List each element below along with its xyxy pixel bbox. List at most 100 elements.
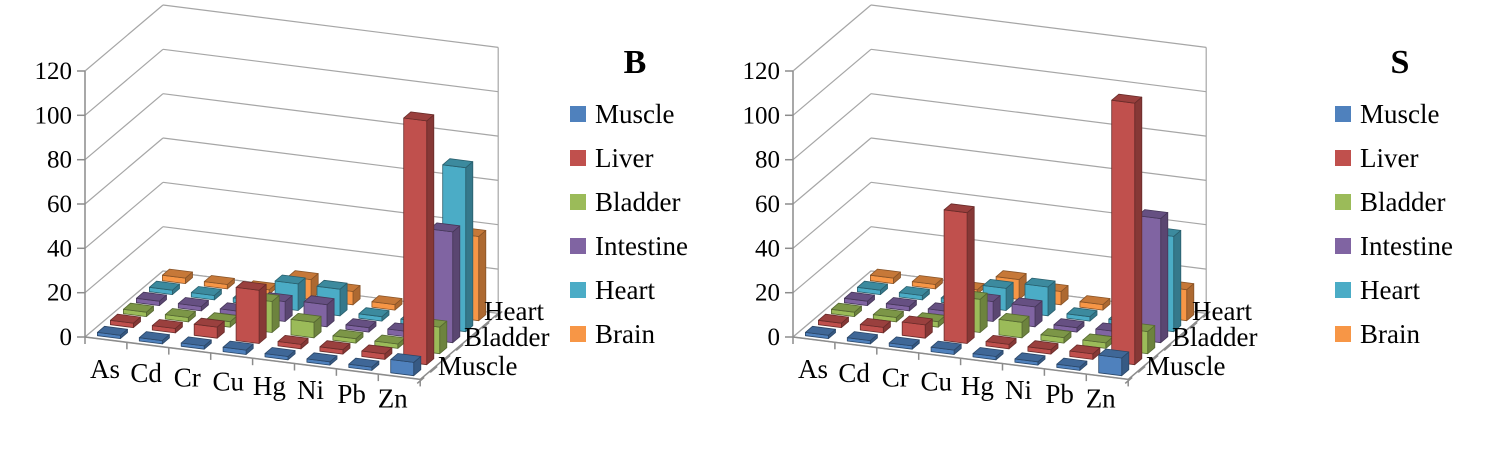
depth-tick (1150, 354, 1159, 362)
legend-swatch-heart (1335, 282, 1351, 298)
bar-face-top (361, 344, 393, 355)
depth-tick (481, 321, 490, 329)
category-label: Cd (130, 358, 162, 388)
bar-face-top (277, 334, 309, 345)
bar-face-side (1173, 229, 1182, 333)
bar-cd-intestine (177, 297, 209, 312)
bar-ni-heart (1066, 307, 1098, 322)
gridline-side (792, 226, 872, 294)
depth-tick (468, 332, 477, 340)
y-tick-label: 20 (47, 280, 72, 307)
bar-cd-heart (190, 286, 222, 301)
bar-face-top (303, 295, 335, 306)
bar-face-top (371, 295, 403, 306)
bar-face-top (857, 280, 888, 291)
gridline-back (870, 4, 1207, 48)
bar-hg-bladder (998, 312, 1030, 339)
bar-face-top (1079, 295, 1111, 306)
bar-face-top (306, 352, 338, 363)
legend-label: Intestine (1360, 230, 1453, 261)
category-label: Cu (213, 367, 245, 397)
bar-face-top (1111, 93, 1143, 104)
y-tick-label: 40 (755, 235, 780, 262)
bar-as-brain (870, 268, 901, 285)
legend-swatch-bladder (570, 194, 586, 210)
bar-face-top (911, 275, 943, 285)
bar-cd-brain (203, 275, 235, 290)
chart-s-title: S (1390, 44, 1410, 81)
y-tick-label: 0 (768, 324, 781, 351)
bar-face-top (429, 222, 461, 233)
bar-face-top (190, 286, 222, 296)
bar-ni-bladder (332, 329, 364, 344)
y-tick-label: 100 (35, 102, 73, 129)
bar-face-top (442, 158, 474, 169)
bar-face-side (1160, 212, 1169, 344)
legend-item-bladder: Bladder (570, 180, 705, 224)
legend-item-liver: Liver (570, 136, 705, 180)
gridline-back (870, 137, 1207, 181)
bar-face-side (258, 283, 267, 344)
legend-label: Heart (1360, 274, 1420, 305)
gridline-back (870, 93, 1207, 137)
bar-face-front (1098, 354, 1123, 377)
depth-axis (1127, 312, 1207, 380)
gridline-back (162, 48, 499, 93)
bar-face-top (885, 297, 917, 307)
bar-face-top (1024, 277, 1056, 288)
depth-tick (494, 310, 503, 318)
bar-ni-intestine (345, 318, 377, 333)
bar-hg-muscle (972, 347, 1004, 361)
bar-hg-bladder (290, 312, 322, 339)
depth-tick (1202, 310, 1211, 318)
legend-swatch-muscle (570, 106, 586, 122)
gridline-side (84, 93, 164, 161)
bar-face-side (1134, 96, 1143, 366)
bar-cu-muscle (930, 340, 962, 355)
bar-cr-muscle (888, 336, 920, 350)
gridline-side (792, 48, 872, 116)
depth-axis-label: Heart (484, 296, 544, 326)
bar-face-top (148, 280, 180, 291)
bar-face-top (1011, 297, 1043, 308)
bar-ni-heart (358, 307, 390, 322)
bar-face-top (151, 319, 183, 329)
bar-hg-muscle (264, 347, 296, 361)
depth-axis-label: Bladder (464, 322, 549, 352)
bar-face-top (319, 340, 351, 351)
bar-cd-heart (898, 286, 930, 301)
bar-as-intestine (844, 291, 875, 307)
gridline-back (162, 4, 499, 48)
legend-item-intestine: Intestine (1335, 224, 1470, 268)
bar-face-top (898, 286, 930, 296)
gridline-back (162, 93, 499, 137)
gridline-side (84, 226, 164, 294)
category-label: Cu (921, 367, 953, 397)
bar-face-side (426, 114, 435, 366)
depth-tick (1163, 343, 1172, 351)
y-tick-label: 20 (755, 280, 780, 307)
bar-face-top (872, 308, 904, 318)
legend-label: Liver (595, 142, 654, 173)
bar-face-top (831, 302, 862, 313)
category-label: Cd (838, 358, 870, 388)
legend-label: Bladder (1360, 186, 1446, 217)
legend-item-muscle: Muscle (1335, 92, 1470, 136)
depth-tick (1137, 365, 1146, 373)
bar-cu-liver (235, 280, 267, 344)
bar-face-top (358, 307, 390, 318)
bar-face-top (818, 313, 849, 324)
legend-item-intestine: Intestine (570, 224, 705, 268)
legend-item-heart: Heart (1335, 268, 1470, 312)
gridline-back (870, 48, 1207, 93)
bar-as-muscle (805, 325, 836, 340)
depth-axis-label: Muscle (438, 351, 518, 381)
bar-face-top (846, 331, 878, 342)
bar-face-top (264, 347, 296, 357)
bar-as-heart (148, 280, 180, 296)
bar-as-liver (818, 313, 849, 329)
